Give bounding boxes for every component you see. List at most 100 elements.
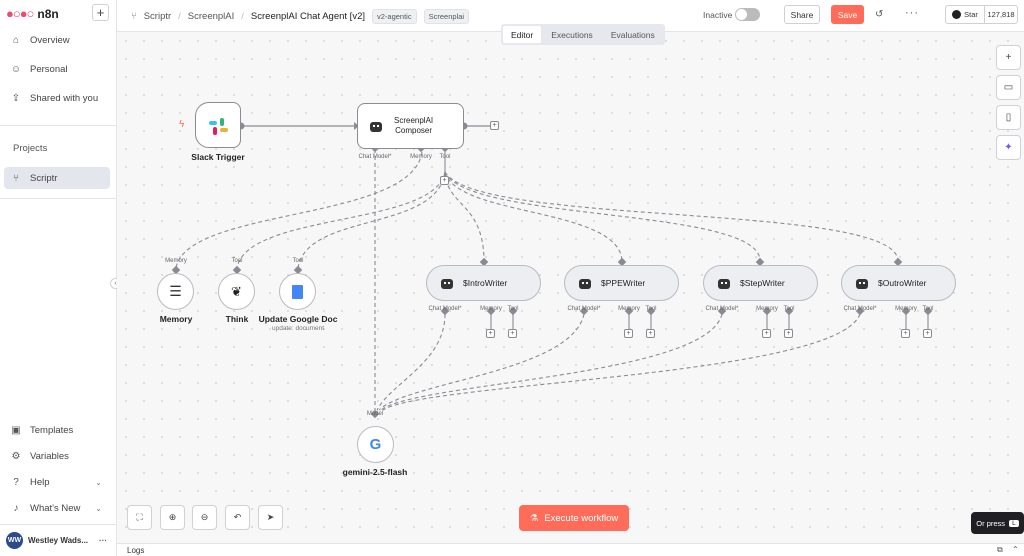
chevron-down-icon: ⌄ (95, 503, 102, 513)
slack-trigger-node[interactable] (195, 102, 241, 148)
logs-label: Logs (127, 546, 145, 555)
projects-heading: Projects (13, 143, 48, 154)
view-tabs: Editor Executions Evaluations (501, 24, 665, 45)
logs-bar[interactable]: Logs ⧉ ⌃ (117, 543, 1024, 556)
slack-icon (208, 116, 228, 135)
node-label: Composer (395, 126, 433, 135)
templates-icon: ▣ (11, 424, 21, 436)
sidebar-item-label: Variables (30, 450, 69, 462)
sidebar-item-label: Overview (30, 34, 70, 46)
port-label: Tool (783, 306, 795, 312)
agent-node-ppe[interactable]: $PPEWriter (564, 265, 679, 301)
google-icon: G (369, 436, 382, 453)
user-menu[interactable]: WW Westley Wads... ··· (6, 532, 107, 549)
n8n-logo[interactable]: ●○●○ n8n (6, 6, 59, 21)
add-tool-button[interactable]: + (923, 329, 932, 338)
add-memory-button[interactable]: + (901, 329, 910, 338)
tab-editor[interactable]: Editor (503, 26, 542, 43)
tab-executions[interactable]: Executions (551, 29, 593, 40)
connection-line (175, 151, 423, 269)
share-button[interactable]: Share (784, 5, 820, 24)
sidebar-item-label: Help (30, 476, 50, 488)
node-label: Memory (159, 314, 193, 324)
google-docs-icon (292, 284, 303, 299)
github-icon (952, 10, 962, 19)
add-memory-button[interactable]: + (762, 329, 771, 338)
more-icon[interactable]: ··· (905, 7, 919, 19)
help-icon: ? (13, 476, 19, 488)
divider (0, 125, 116, 126)
connection-line (444, 171, 761, 261)
node-label: $StepWriter (740, 278, 785, 288)
port-label: Memory (480, 306, 502, 312)
breadcrumb-project[interactable]: Scriptr (143, 11, 172, 22)
brain-icon: ❦ (231, 283, 242, 299)
flask-icon: ⚗ (529, 512, 539, 524)
think-node[interactable]: ❦ (218, 273, 255, 310)
port-label: Memory (895, 306, 917, 312)
zoom-in-icon[interactable]: ⊕ (160, 505, 185, 530)
breadcrumb-folder[interactable]: ScreenplAI (187, 11, 235, 22)
workflow-canvas[interactable]: ϟ Slack Trigger + ScreenplAI Composer Ch… (117, 32, 1024, 543)
add-tool-button[interactable]: + (440, 176, 449, 185)
sidebar-item-personal[interactable]: ☺ Personal (4, 58, 110, 80)
add-node-button[interactable]: + (490, 121, 499, 130)
port-label: Tool (439, 154, 451, 160)
sidebar-item-help[interactable]: ? Help ⌄ (4, 471, 110, 493)
node-label: gemini-2.5-flash (342, 467, 408, 477)
hint-label: Or press (976, 518, 1006, 528)
more-icon[interactable]: ··· (99, 536, 108, 545)
google-doc-node[interactable] (279, 273, 316, 310)
connection-line (444, 171, 485, 261)
sidebar-item-overview[interactable]: ⌂ Overview (4, 29, 110, 51)
variables-icon: ⚙ (11, 450, 21, 462)
popout-icon[interactable]: ⧉ (997, 545, 1003, 554)
history-icon[interactable]: ↺ (875, 9, 884, 20)
tab-evaluations[interactable]: Evaluations (610, 29, 655, 40)
port-label: Chat Model* (428, 306, 462, 312)
sidebar-item-label: Templates (30, 424, 74, 436)
port-label: Memory (410, 154, 432, 160)
fit-view-icon[interactable]: ⛶ (127, 505, 152, 530)
active-toggle[interactable] (735, 8, 760, 21)
add-node-button[interactable]: + (996, 45, 1021, 70)
tag[interactable]: v2-agentic (372, 9, 417, 24)
agent-node-step[interactable]: $StepWriter (703, 265, 818, 301)
composer-agent-node[interactable]: ScreenplAI Composer (357, 103, 464, 149)
ai-assistant-icon[interactable]: ✦ (996, 135, 1021, 160)
create-button[interactable]: + (92, 4, 109, 21)
add-memory-button[interactable]: + (486, 329, 495, 338)
node-subtitle: update: document (271, 325, 325, 332)
sticky-note-icon[interactable]: ▭ (996, 75, 1021, 100)
port-label: Chat Model* (358, 154, 392, 160)
port-label: Chat Model* (567, 306, 601, 312)
robot-icon (716, 277, 732, 290)
tag[interactable]: Screenplai (423, 9, 470, 24)
execute-workflow-button[interactable]: ⚗ Execute workflow (519, 505, 629, 531)
undo-icon[interactable]: ↶ (225, 505, 250, 530)
gemini-model-node[interactable]: G (357, 426, 394, 463)
workflow-title[interactable]: ScreenplAI Chat Agent [v2] (250, 11, 365, 22)
sidebar-item-templates[interactable]: ▣ Templates (4, 419, 110, 441)
add-tool-button[interactable]: + (508, 329, 517, 338)
cursor-icon[interactable]: ➤ (258, 505, 283, 530)
chevron-up-icon[interactable]: ⌃ (1012, 545, 1019, 554)
agent-node-outro[interactable]: $OutroWriter (841, 265, 956, 301)
save-button[interactable]: Save (831, 5, 864, 24)
branch-icon: ⑂ (13, 172, 19, 184)
sidebar-item-scriptr[interactable]: ⑂ Scriptr (4, 167, 110, 189)
sidebar-item-variables[interactable]: ⚙ Variables (4, 445, 110, 467)
agent-node-intro[interactable]: $IntroWriter (426, 265, 541, 301)
sidebar-item-shared[interactable]: ⇪ Shared with you (4, 87, 110, 109)
trigger-bolt-icon: ϟ (179, 119, 185, 130)
keyboard-hint: Or press L (971, 512, 1024, 534)
panel-icon[interactable]: ▯ (996, 105, 1021, 130)
github-star-button[interactable]: Star 127,818 (945, 5, 1018, 24)
add-tool-button[interactable]: + (646, 329, 655, 338)
add-tool-button[interactable]: + (784, 329, 793, 338)
star-label: Star (964, 10, 978, 19)
zoom-out-icon[interactable]: ⊖ (192, 505, 217, 530)
memory-node[interactable]: ☰ (157, 273, 194, 310)
sidebar-item-whats-new[interactable]: ♪ What's New ⌄ (4, 497, 110, 519)
add-memory-button[interactable]: + (624, 329, 633, 338)
